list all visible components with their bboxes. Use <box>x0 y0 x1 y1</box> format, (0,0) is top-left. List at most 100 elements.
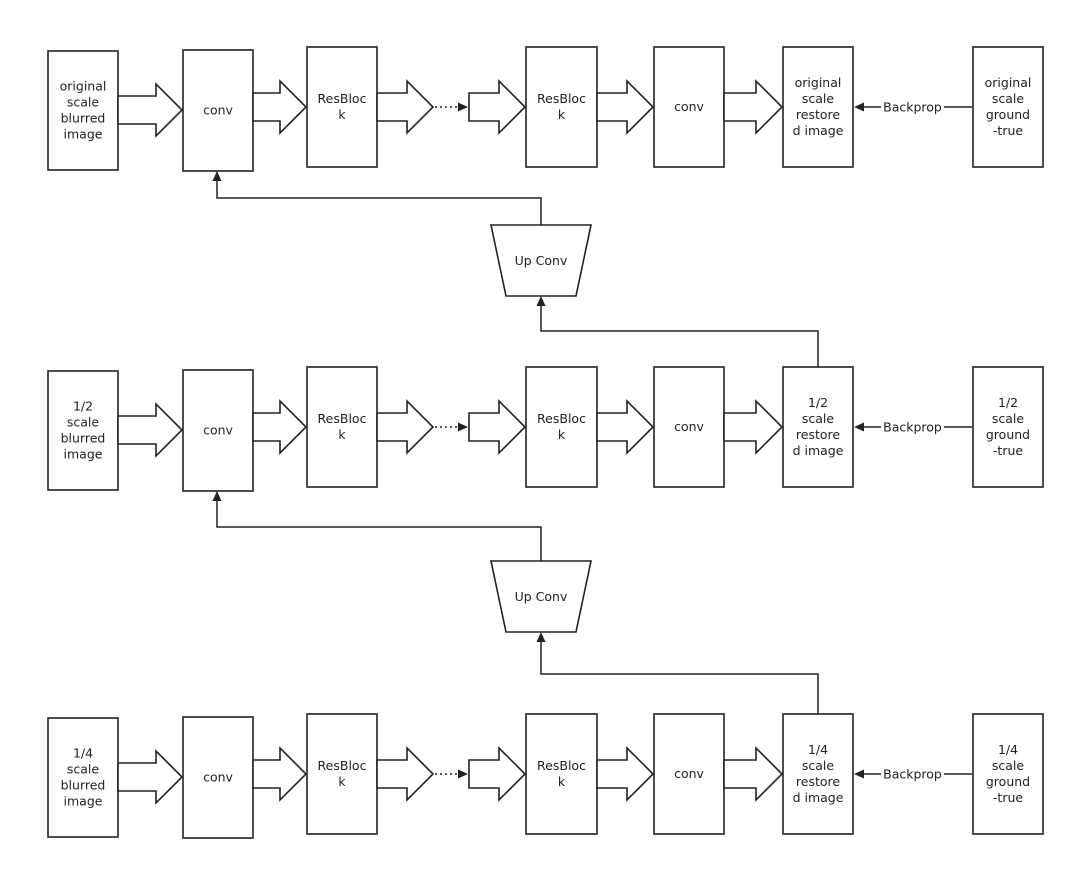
resblock-box-frame <box>306 713 378 835</box>
conv-in-box-frame <box>182 369 254 492</box>
ground-truth-box-label-line: ground <box>986 774 1030 789</box>
restored-output-box-label-line: restore <box>796 427 840 442</box>
ellipsis-arrowhead <box>458 102 468 112</box>
flow-arrow <box>468 746 527 802</box>
backprop-label-bg <box>881 418 944 436</box>
flow-arrow <box>117 749 184 805</box>
flow-arrow <box>376 399 435 455</box>
blurred-input-box-label-line: image <box>64 447 103 462</box>
restored-output-box-label-line: scale <box>802 758 835 773</box>
restored-output-box-label-line: scale <box>802 411 835 426</box>
blurred-input-box-label-line: 1/4 <box>73 746 93 761</box>
backprop-arrowhead <box>854 102 864 112</box>
flow-arrow <box>376 746 435 802</box>
conv-out-box-label: conv <box>674 766 704 781</box>
conv-out-box: conv <box>653 366 725 488</box>
conv-in-box-frame <box>182 49 254 172</box>
skip-connection-line <box>540 642 819 714</box>
restored-output-box-frame <box>782 713 854 835</box>
flow-arrow <box>117 402 184 458</box>
blurred-input-box-frame <box>47 717 119 838</box>
backprop-label: Backprop <box>883 100 942 115</box>
ground-truth-box-label-line: 1/2 <box>998 395 1018 410</box>
ground-truth-box-label-line: 1/4 <box>998 742 1018 757</box>
conv-in-box: conv <box>182 369 254 492</box>
resblock-box-label-line: k <box>338 107 346 122</box>
resblock-box-frame <box>306 366 378 488</box>
resblock-box-label-line: k <box>338 427 346 442</box>
ground-truth-box-label-line: scale <box>992 758 1025 773</box>
conv-out-box-frame <box>653 366 725 488</box>
flow-arrow <box>596 746 655 802</box>
conv-out-box: conv <box>653 713 725 835</box>
up-conv-shape <box>490 224 592 297</box>
backprop-arrowhead <box>854 422 864 432</box>
upconv-output-line <box>216 501 542 561</box>
restored-output-box-label-line: scale <box>802 91 835 106</box>
skip-arrowhead <box>536 296 546 306</box>
restored-output-box-label-line: 1/2 <box>808 395 828 410</box>
upsample-path: Up Conv <box>212 171 819 367</box>
ground-truth-box-label-line: -true <box>993 443 1023 458</box>
up-conv-shape <box>490 560 592 633</box>
resblock-box-label-line: k <box>558 427 566 442</box>
skip-connection-line <box>540 306 819 367</box>
ground-truth-box-label-line: scale <box>992 91 1025 106</box>
blurred-input-box-label-line: scale <box>67 95 100 110</box>
restored-output-box-label-line: restore <box>796 774 840 789</box>
flow-arrow <box>468 399 527 455</box>
resblock-box-label-line: k <box>338 774 346 789</box>
restored-output-box-label-line: d image <box>793 123 844 138</box>
restored-output-box-label-line: original <box>795 75 842 90</box>
ellipsis-arrowhead <box>458 422 468 432</box>
blurred-input-box-label-line: image <box>64 127 103 142</box>
up-conv-block: Up Conv <box>490 224 592 297</box>
resblock-box-label-line: k <box>558 107 566 122</box>
resblock-box-frame <box>525 713 598 835</box>
ground-truth-box-label-line: ground <box>986 427 1030 442</box>
resblock-box-label-line: ResBloc <box>537 91 586 106</box>
blurred-input-box-label-line: scale <box>67 762 100 777</box>
conv-in-box-label: conv <box>203 103 233 118</box>
restored-output-box-label-line: 1/4 <box>808 742 828 757</box>
ground-truth-box-label-line: -true <box>993 123 1023 138</box>
conv-out-box: conv <box>653 46 725 168</box>
conv-in-box-label: conv <box>203 770 233 785</box>
flow-arrow <box>252 79 308 135</box>
ground-truth-box-label-line: original <box>985 75 1032 90</box>
flow-arrow <box>252 746 308 802</box>
conv-in-box-label: conv <box>203 423 233 438</box>
flow-arrow <box>723 79 784 135</box>
blurred-input-box-label-line: 1/2 <box>73 399 93 414</box>
resblock-box-label-line: k <box>558 774 566 789</box>
resblock-box-label-line: ResBloc <box>537 411 586 426</box>
flow-arrow <box>117 82 184 138</box>
backprop-label-bg <box>881 98 944 116</box>
